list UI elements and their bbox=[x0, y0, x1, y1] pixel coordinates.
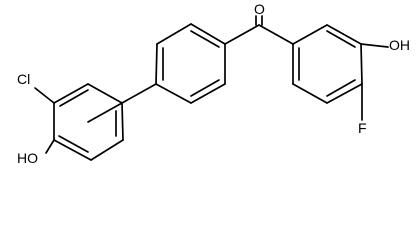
bond bbox=[59, 89, 89, 107]
bond bbox=[326, 30, 356, 48]
bond bbox=[53, 83, 89, 104]
atom-label-oxygen: O bbox=[254, 1, 265, 17]
bond bbox=[190, 83, 226, 104]
atom-label-hydroxyl-right: OH bbox=[389, 37, 410, 53]
bond bbox=[292, 83, 328, 104]
bond bbox=[190, 30, 220, 48]
atom-label-chloro: Cl bbox=[17, 71, 30, 87]
bond bbox=[258, 24, 294, 45]
bond bbox=[155, 83, 192, 104]
bond bbox=[156, 23, 192, 45]
bond-c-cl bbox=[34, 87, 55, 104]
chemical-structure-diagram: O OH F Cl HO bbox=[17, 1, 410, 166]
bond bbox=[87, 83, 123, 104]
bond bbox=[326, 79, 356, 97]
bond bbox=[53, 139, 92, 161]
bond bbox=[87, 102, 123, 123]
bond bbox=[190, 79, 220, 97]
bond bbox=[58, 135, 89, 153]
bond bbox=[90, 139, 124, 161]
bond bbox=[326, 83, 363, 104]
bond bbox=[292, 24, 328, 45]
bond-c-oh-right bbox=[360, 43, 389, 48]
atom-label-fluoro: F bbox=[358, 120, 367, 136]
bond bbox=[224, 24, 260, 45]
atom-label-hydroxyl-left: HO bbox=[17, 150, 38, 166]
biaryl-bond bbox=[121, 83, 157, 104]
ring-right bbox=[292, 24, 363, 104]
ring-middle bbox=[155, 23, 226, 104]
bond bbox=[121, 102, 124, 141]
carbonyl bbox=[224, 15, 294, 45]
bond bbox=[190, 23, 226, 45]
ring-left bbox=[53, 83, 124, 161]
bond bbox=[360, 43, 363, 85]
bond bbox=[155, 43, 158, 85]
bond-c-oh-left bbox=[45, 139, 55, 154]
bond bbox=[326, 24, 362, 45]
